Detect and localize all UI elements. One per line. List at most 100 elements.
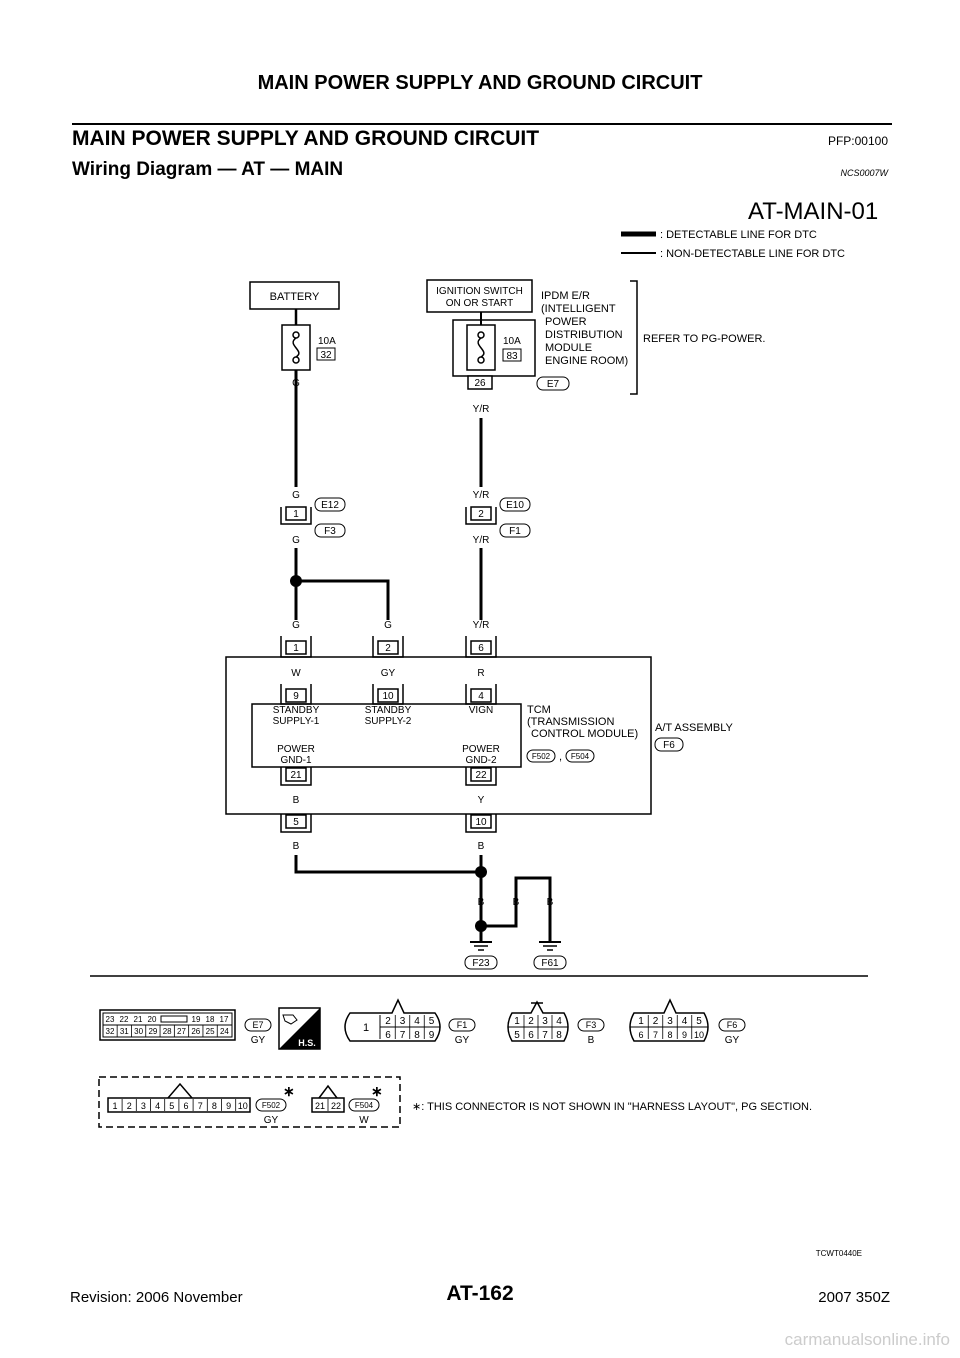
pin-2-e10-box (470, 506, 492, 521)
pin-6-f6-label: 6 (478, 643, 484, 654)
pin-21-label: 21 (290, 770, 302, 781)
wire-b-5: B (513, 897, 520, 908)
hs-label: H.S. (298, 1038, 316, 1048)
tcm-gnd2-l1: POWER (462, 744, 500, 755)
f6-row2-pin: 9 (682, 1030, 687, 1040)
ipdm-box (452, 319, 536, 377)
pin-2-f6-label: 2 (385, 643, 391, 654)
e7-row2-pin: 32 (106, 1027, 115, 1036)
ground-wire-right (481, 876, 552, 942)
e7-row1-pin: 17 (220, 1015, 229, 1024)
f6-row1-pin: 5 (696, 1016, 702, 1027)
f502-row-pin: 8 (212, 1101, 217, 1111)
f1-row2-pin: 9 (429, 1030, 435, 1041)
tcm-box (251, 703, 522, 768)
conn-comma: , (559, 751, 562, 763)
tcm-label-2: (TRANSMISSION (527, 716, 614, 728)
footer-model: 2007 350Z (818, 1289, 890, 1306)
f3-row1-pin: 3 (542, 1016, 548, 1027)
wire-b-3: B (478, 841, 485, 852)
tcm-standby1-l1: STANDBY (273, 705, 320, 716)
f6-row1-pin: 4 (682, 1016, 688, 1027)
ground-wire-left (294, 855, 481, 874)
pin-2-f6-box (377, 640, 399, 655)
conn-f1-label: F1 (509, 526, 521, 537)
conn-e7-label: E7 (547, 379, 560, 390)
conn-e7-face-color: GY (251, 1035, 266, 1046)
f504-star: ∗ (371, 1083, 383, 1099)
tcm-standby2-l2: SUPPLY-2 (365, 716, 412, 727)
tcm-gnd2-l2: GND-2 (465, 755, 497, 766)
fuse-83-num: 83 (506, 351, 518, 362)
f502-row-pin: 3 (141, 1101, 146, 1111)
f6-row1-pin: 3 (667, 1016, 673, 1027)
wire-g-2: G (292, 490, 300, 501)
f502-row-pin: 2 (127, 1101, 132, 1111)
f1-row2-pin: 7 (400, 1030, 406, 1041)
tcm-gnd1-l2: GND-1 (280, 755, 312, 766)
conn-f3-face-color: B (588, 1035, 595, 1046)
pin-1-e12-label: 1 (293, 509, 299, 520)
conn-f1-face-name: F1 (457, 1020, 468, 1030)
dashed-connector-group (98, 1076, 401, 1128)
fuse-32-symbol (292, 337, 300, 358)
tcm-standby2-l1: STANDBY (365, 705, 412, 716)
f3-row1-pin: 2 (528, 1016, 534, 1027)
conn-f6-face-color: GY (725, 1035, 740, 1046)
f1-row1-pin: 5 (429, 1016, 435, 1027)
wire-b-4: B (478, 897, 485, 908)
fuse-32-num: 32 (320, 350, 332, 361)
tcm-label-1: TCM (527, 704, 551, 716)
e7-row1-pin: 21 (134, 1015, 143, 1024)
wire-y: Y (478, 795, 485, 806)
f6-row2-pin: 7 (653, 1030, 658, 1040)
f504-row-pin: 22 (331, 1101, 341, 1111)
e7-row2-pin: 28 (163, 1027, 172, 1036)
wire-g-4: G (292, 620, 300, 631)
f1-row2-pin: 8 (414, 1030, 420, 1041)
e7-row1-pin: 19 (192, 1015, 201, 1024)
f1-row1-pin: 3 (400, 1016, 406, 1027)
pin-9-box (285, 688, 307, 703)
f1-row2-pin: 6 (385, 1030, 391, 1041)
pin-26-box (467, 375, 493, 390)
e7-row2-pin: 31 (120, 1027, 129, 1036)
battery-label: BATTERY (270, 291, 320, 303)
tcm-vign: VIGN (469, 705, 493, 716)
conn-e10-label: E10 (506, 500, 524, 511)
footer-page-number: AT-162 (446, 1282, 514, 1305)
f6-row1-pin: 1 (638, 1016, 644, 1027)
ipdm-label-3: POWER (545, 316, 587, 328)
pfp-code: PFP:00100 (827, 134, 888, 148)
pin-10b-label: 10 (475, 817, 487, 828)
conn-f502-face-color: GY (264, 1115, 279, 1126)
conn-f3-face-name: F3 (586, 1020, 597, 1030)
splice-ground (475, 866, 487, 878)
ignition-switch-l2: ON OR START (446, 298, 513, 309)
tcm-gnd1-l1: POWER (277, 744, 315, 755)
f3-row2-pin: 8 (556, 1030, 562, 1041)
ipdm-label-1: IPDM E/R (541, 290, 590, 302)
f6-row2-pin: 6 (638, 1030, 643, 1040)
e7-row2-pin: 30 (134, 1027, 143, 1036)
connector-f1-face (344, 998, 441, 1042)
wire-g-3: G (292, 535, 300, 546)
f6-row2-pin: 10 (694, 1030, 704, 1040)
ignition-switch-box (426, 279, 533, 313)
e7-row1-pin: 20 (148, 1015, 157, 1024)
wire-yr-4: Y/R (473, 620, 490, 631)
pin-26-label: 26 (474, 378, 486, 389)
pin-10b-box (470, 814, 492, 829)
wire-b-1: B (293, 795, 300, 806)
ignition-switch-l1: IGNITION SWITCH (436, 286, 523, 297)
e7-row1-pin: 22 (120, 1015, 129, 1024)
f3-row2-pin: 5 (514, 1030, 520, 1041)
wire-b-2: B (293, 841, 300, 852)
ground-symbol-f61 (539, 941, 561, 951)
conn-f504-tcm: F504 (571, 752, 590, 761)
pin-9-label: 9 (293, 691, 299, 702)
conn-f504-face-name: F504 (355, 1101, 374, 1110)
ipdm-label-4: DISTRIBUTION (545, 329, 623, 341)
f3-row1-pin: 1 (514, 1016, 520, 1027)
battery-box (249, 281, 340, 310)
